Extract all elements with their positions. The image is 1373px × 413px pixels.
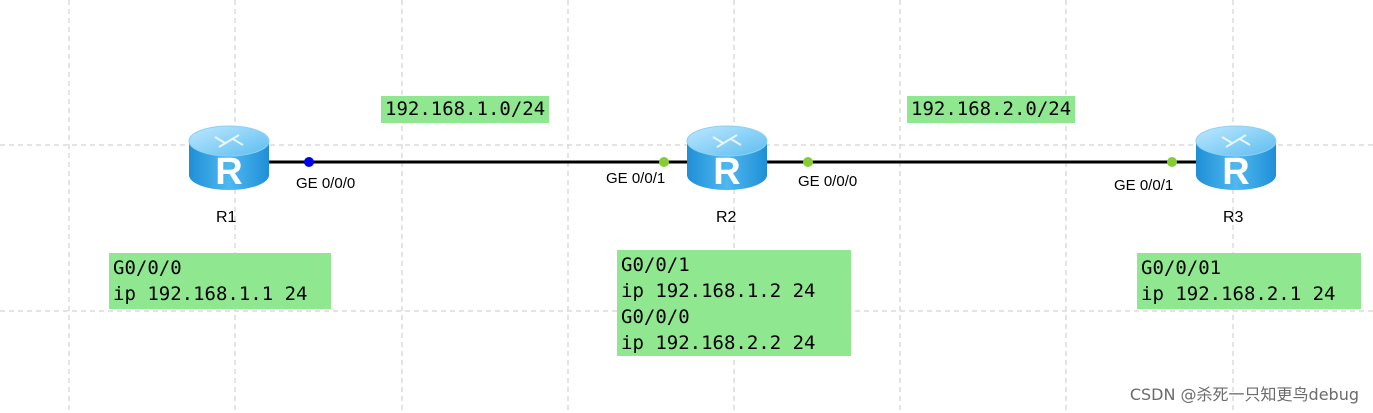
port-label-r1-ge000: GE 0/0/0 bbox=[296, 175, 356, 192]
config-line: ip 192.168.2.2 24 bbox=[621, 332, 816, 354]
port-label-r3-ge001: GE 0/0/1 bbox=[1114, 177, 1174, 194]
router-icon: R bbox=[1195, 125, 1277, 193]
config-line: G0/0/0 bbox=[621, 306, 690, 328]
network-label-r2-r3: 192.168.2.0/24 bbox=[907, 96, 1076, 123]
config-line: G0/0/0 bbox=[113, 257, 182, 279]
router-icon: R bbox=[686, 125, 768, 193]
svg-text:R: R bbox=[215, 151, 242, 193]
router-name-r2: R2 bbox=[716, 209, 737, 226]
port-label-r2-ge000: GE 0/0/0 bbox=[798, 173, 858, 190]
config-note-r3: G0/0/01 ip 192.168.2.1 24 bbox=[1137, 253, 1361, 309]
svg-text:R: R bbox=[713, 151, 740, 193]
port-dot-r2-ge000 bbox=[803, 157, 813, 167]
config-note-r1: G0/0/0 ip 192.168.1.1 24 bbox=[109, 253, 331, 309]
port-dot-r1-ge000 bbox=[304, 157, 314, 167]
port-label-r2-ge001: GE 0/0/1 bbox=[606, 170, 666, 187]
config-line: ip 192.168.1.2 24 bbox=[621, 280, 816, 302]
router-icon: R bbox=[188, 125, 270, 193]
watermark: CSDN @杀死一只知更鸟debug bbox=[1129, 385, 1359, 404]
config-line: G0/0/1 bbox=[621, 254, 690, 276]
port-dot-r3-ge001 bbox=[1167, 157, 1177, 167]
port-dot-r2-ge001 bbox=[659, 157, 669, 167]
config-note-r2: G0/0/1 ip 192.168.1.2 24 G0/0/0 ip 192.168.… bbox=[617, 250, 851, 356]
config-line: ip 192.168.2.1 24 bbox=[1141, 283, 1336, 305]
svg-text:R: R bbox=[1222, 151, 1249, 193]
router-name-r1: R1 bbox=[216, 209, 237, 226]
network-label-r1-r2: 192.168.1.0/24 bbox=[381, 96, 550, 123]
config-line: ip 192.168.1.1 24 bbox=[113, 283, 308, 305]
router-name-r3: R3 bbox=[1223, 209, 1244, 226]
config-line: G0/0/01 bbox=[1141, 257, 1222, 279]
